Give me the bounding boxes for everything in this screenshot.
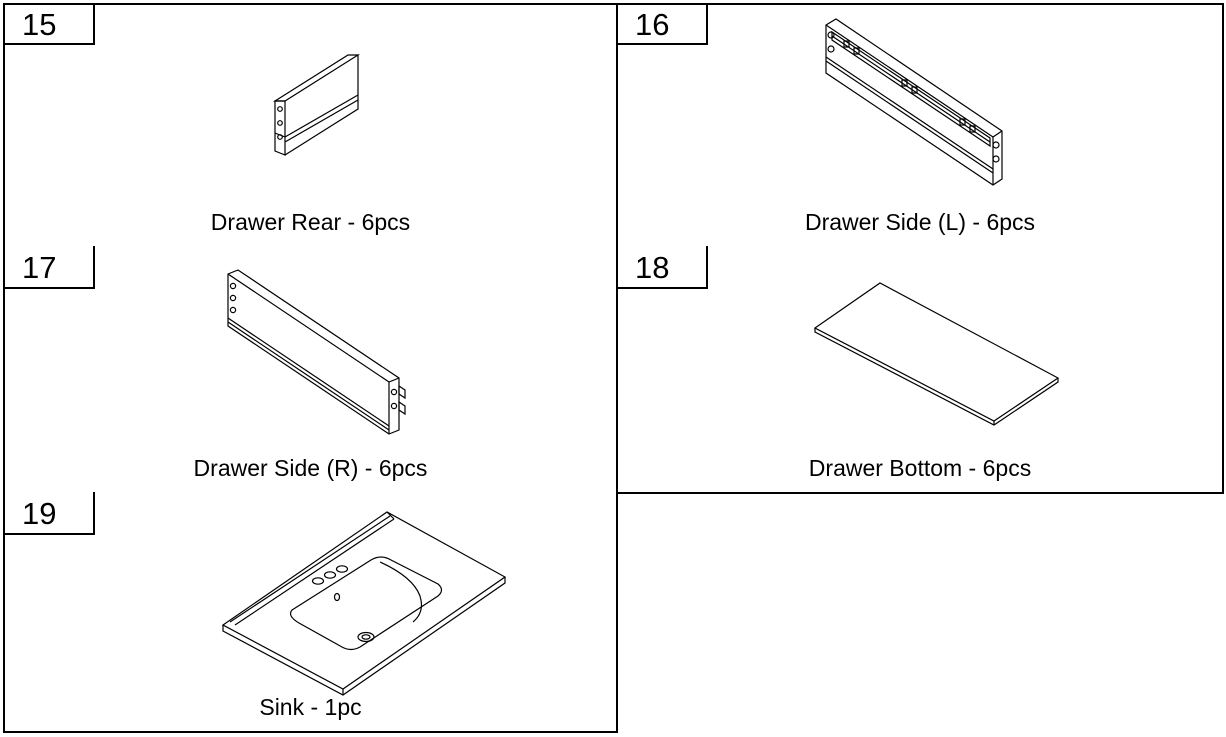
part-cell-17: 17 Drawer Side (R): [5, 246, 618, 494]
part-cell-15: 15 Drawer Rear - 6pcs: [5, 5, 618, 248]
drawer-rear-drawing: [5, 5, 616, 246]
parts-list-table: 15 Drawer Rear - 6pcs 16: [3, 3, 1224, 733]
drawer-bottom-drawing: [618, 246, 1222, 492]
part-label: Drawer Side (L) - 6pcs: [804, 209, 1036, 235]
part-label: Sink - 1pc: [259, 694, 362, 720]
part-cell-18: 18 Drawer Bottom - 6pcs: [618, 246, 1224, 494]
part-label: Drawer Side (R) - 6pcs: [193, 455, 428, 481]
part-number: 16: [618, 5, 708, 45]
part-label: Drawer Rear - 6pcs: [210, 209, 411, 235]
part-number: 18: [618, 246, 708, 289]
part-cell-19: 19: [5, 492, 618, 733]
part-label: Drawer Bottom - 6pcs: [808, 455, 1032, 481]
part-number: 17: [5, 246, 95, 289]
drawer-side-right-drawing: [5, 246, 616, 492]
part-cell-16: 16: [618, 5, 1224, 248]
drawer-side-left-drawing: [618, 5, 1222, 246]
part-number: 15: [5, 5, 95, 45]
part-number: 19: [5, 492, 95, 535]
sink-drawing: [5, 492, 616, 731]
